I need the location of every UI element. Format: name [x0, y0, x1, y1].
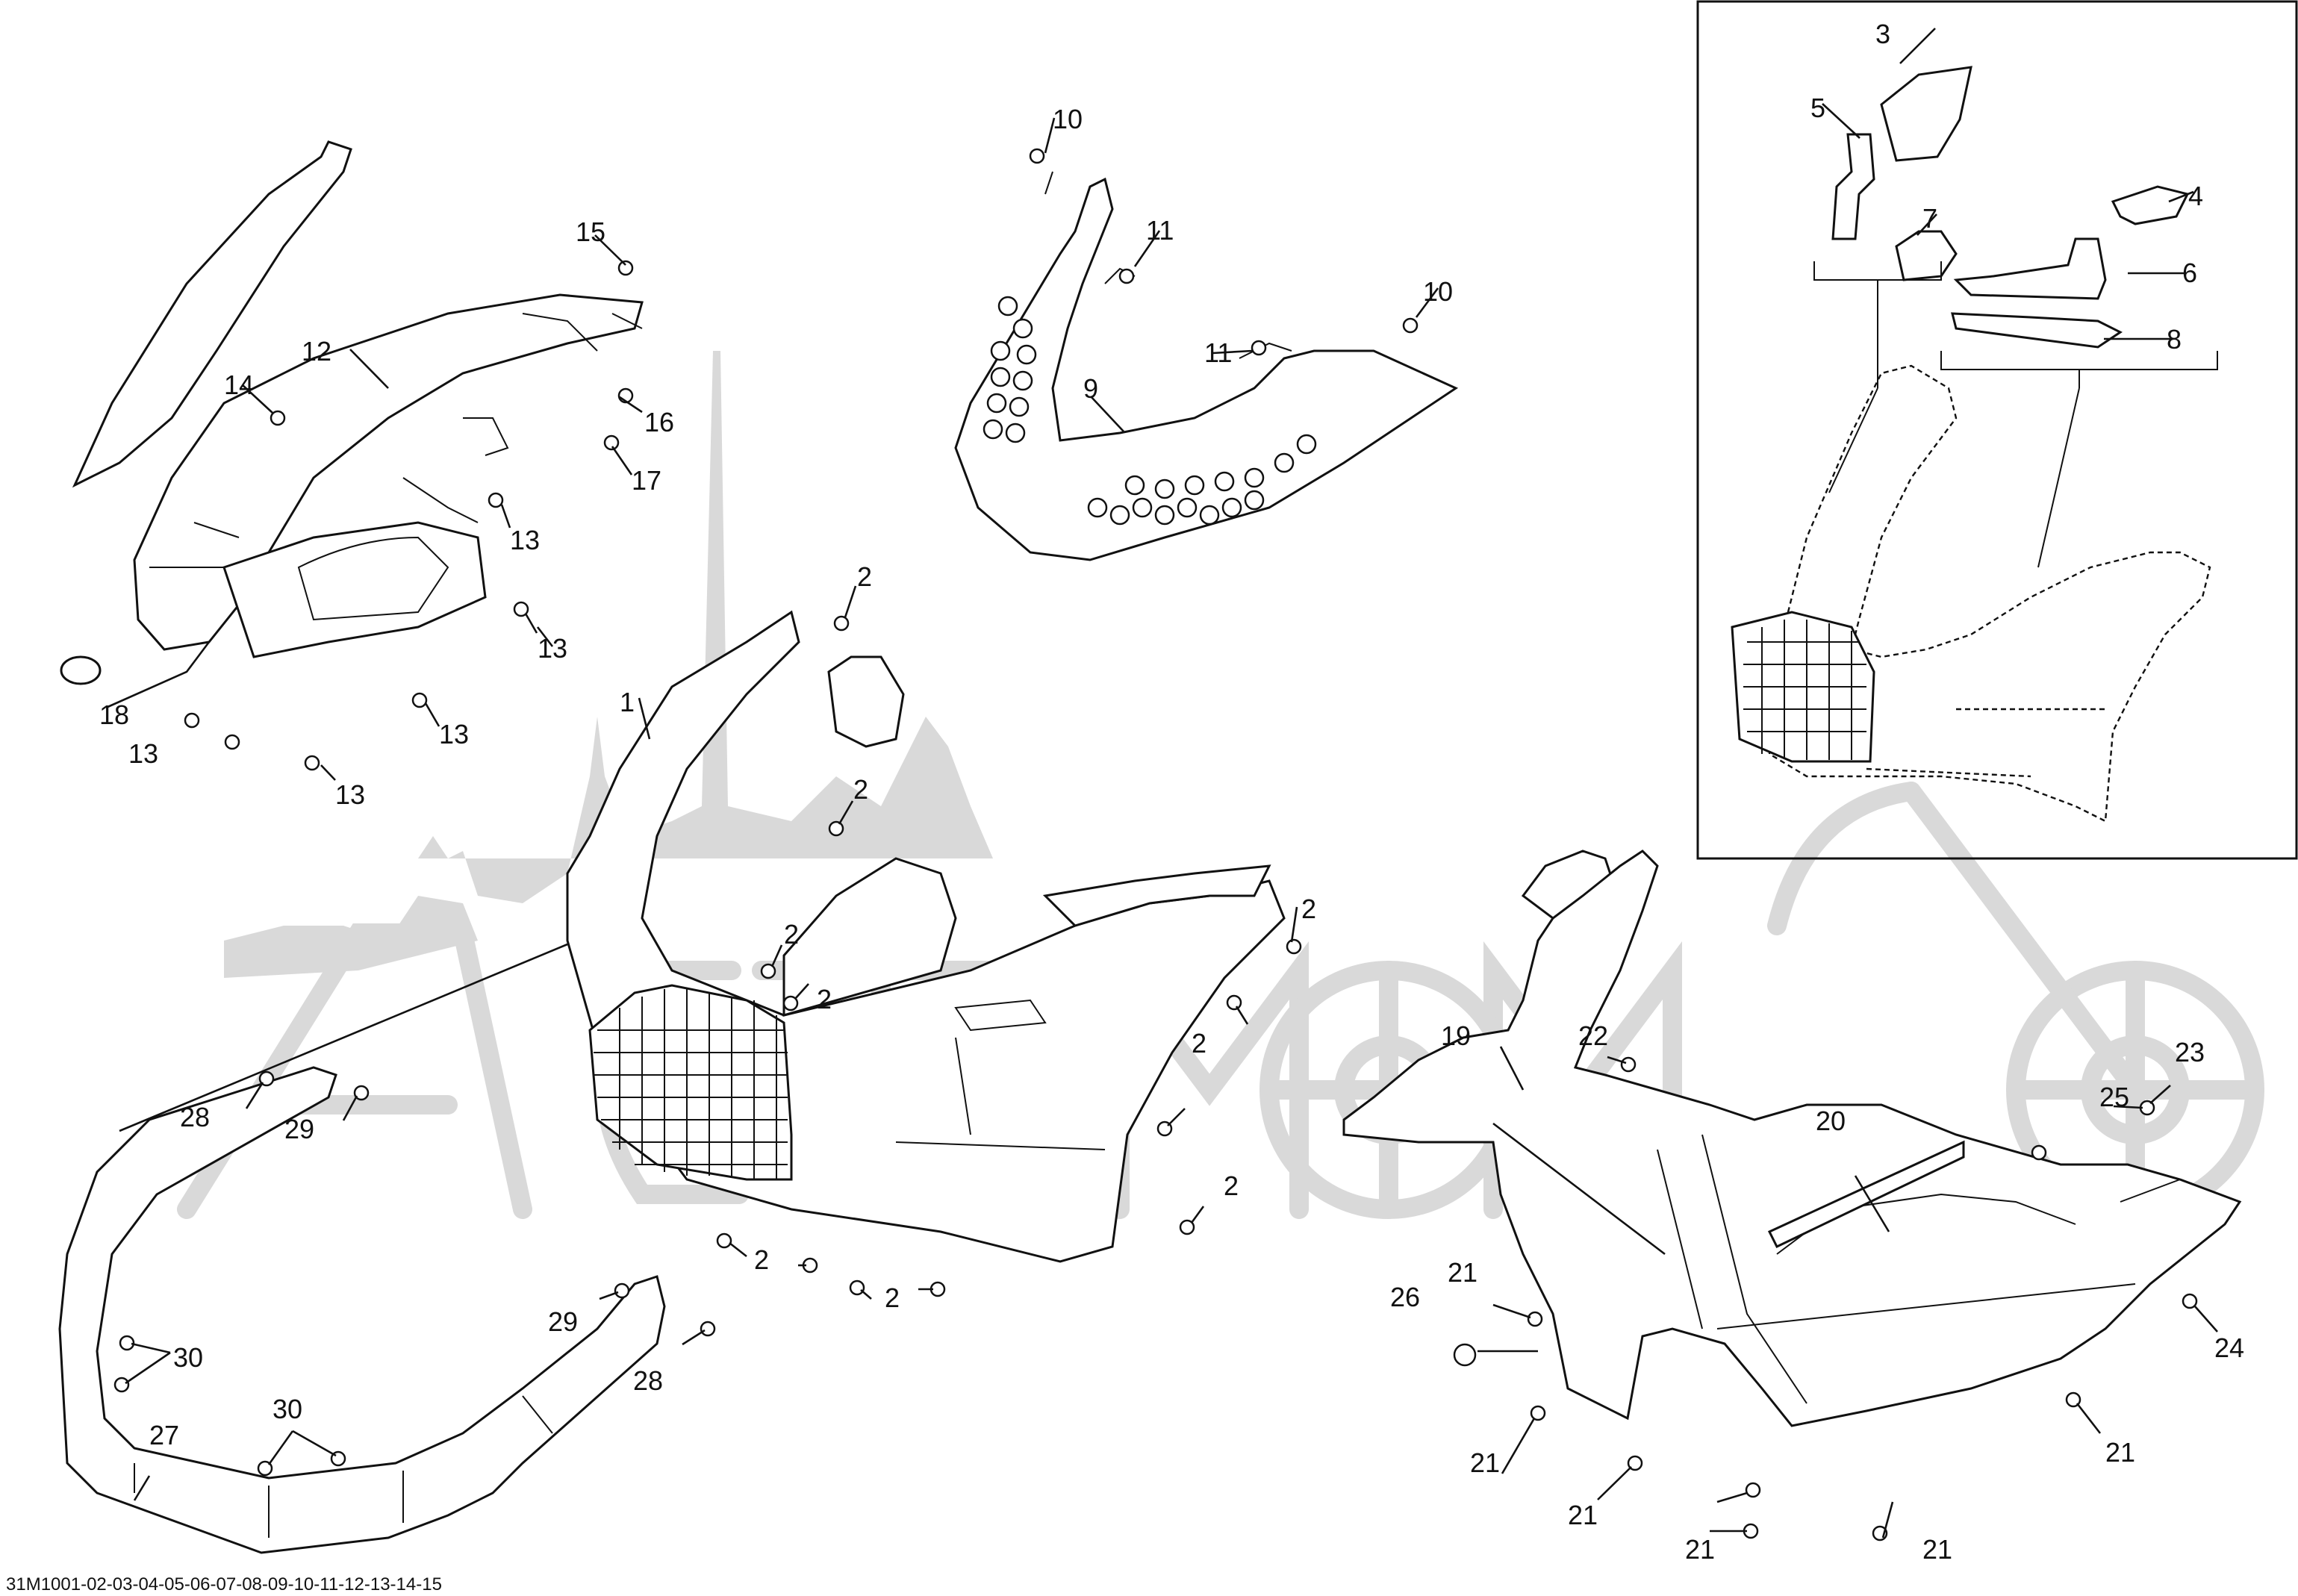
callout-13-c: 13 [439, 719, 469, 749]
callout-6: 6 [2182, 258, 2197, 288]
fasteners [113, 148, 2198, 1542]
callout-14: 14 [224, 370, 254, 400]
skid-plate-holes [983, 296, 1317, 526]
callout-26: 26 [1390, 1282, 1420, 1312]
callout-11-mid: 11 [1204, 337, 1232, 368]
callout-2-h: 2 [754, 1244, 769, 1275]
callout-13-a: 13 [510, 525, 540, 555]
callout-27: 27 [149, 1420, 179, 1450]
inset-parts [1731, 66, 2218, 823]
callout-16: 16 [644, 407, 674, 437]
leader-lines [105, 28, 2218, 1539]
callout-21-c: 21 [1568, 1500, 1598, 1530]
callout-13-b: 13 [538, 633, 567, 664]
callout-12: 12 [302, 336, 331, 367]
callout-28-a: 28 [180, 1102, 210, 1132]
callout-28-b: 28 [633, 1365, 663, 1396]
callout-29-a: 29 [284, 1114, 314, 1144]
callout-2-g: 2 [1224, 1170, 1239, 1201]
callout-13-e: 13 [335, 779, 365, 810]
reference-code: 31M1001-02-03-04-05-06-07-08-09-10-11-12… [6, 1574, 442, 1595]
callout-5: 5 [1810, 93, 1825, 123]
callout-25: 25 [2099, 1082, 2129, 1112]
callout-10-right: 10 [1423, 276, 1453, 307]
callout-19: 19 [1441, 1020, 1471, 1051]
callout-2-e: 2 [1301, 894, 1316, 924]
callout-20: 20 [1816, 1106, 1846, 1136]
callout-18: 18 [99, 699, 129, 730]
callout-30-b: 30 [273, 1394, 302, 1424]
inset-grille [1731, 611, 1875, 763]
callout-2-a: 2 [857, 561, 872, 592]
callout-17: 17 [632, 465, 661, 496]
callout-2-f: 2 [1192, 1028, 1206, 1059]
callout-numbers: 3 4 5 6 7 8 12 14 15 16 17 18 13 13 13 1… [6, 19, 2244, 1595]
bumper-rail [58, 1066, 666, 1554]
callout-21-a: 21 [1448, 1257, 1477, 1288]
center-top-skid-plate [954, 171, 1459, 561]
callout-29-b: 29 [548, 1306, 578, 1337]
callout-22: 22 [1578, 1020, 1608, 1051]
front-grille [594, 989, 788, 1179]
center-front-cowl [566, 610, 1286, 1263]
callout-4: 4 [2188, 181, 2203, 211]
callout-11-top: 11 [1146, 215, 1174, 246]
callout-13-d: 13 [128, 738, 158, 769]
callout-21-b: 21 [1470, 1447, 1500, 1478]
callout-1: 1 [620, 687, 635, 717]
callout-21-d: 21 [1685, 1534, 1715, 1565]
callout-2-b: 2 [853, 774, 868, 805]
callout-24: 24 [2214, 1332, 2244, 1363]
callout-21-f: 21 [2105, 1437, 2135, 1468]
callout-23: 23 [2175, 1037, 2205, 1067]
callout-10-top: 10 [1053, 104, 1083, 134]
callout-2-d: 2 [817, 984, 832, 1014]
callout-2-i: 2 [885, 1282, 900, 1313]
callout-15: 15 [576, 216, 605, 247]
right-lower-cowl [1342, 850, 2242, 1427]
callout-21-e: 21 [1922, 1534, 1952, 1565]
callout-30-a: 30 [173, 1342, 203, 1373]
inset-frame [1696, 0, 2298, 860]
callout-8: 8 [2167, 324, 2182, 355]
callout-2-c: 2 [784, 919, 799, 950]
upper-left-cowl [60, 140, 644, 685]
callout-3: 3 [1875, 19, 1890, 49]
callout-9: 9 [1083, 373, 1098, 404]
callout-7: 7 [1922, 203, 1937, 234]
